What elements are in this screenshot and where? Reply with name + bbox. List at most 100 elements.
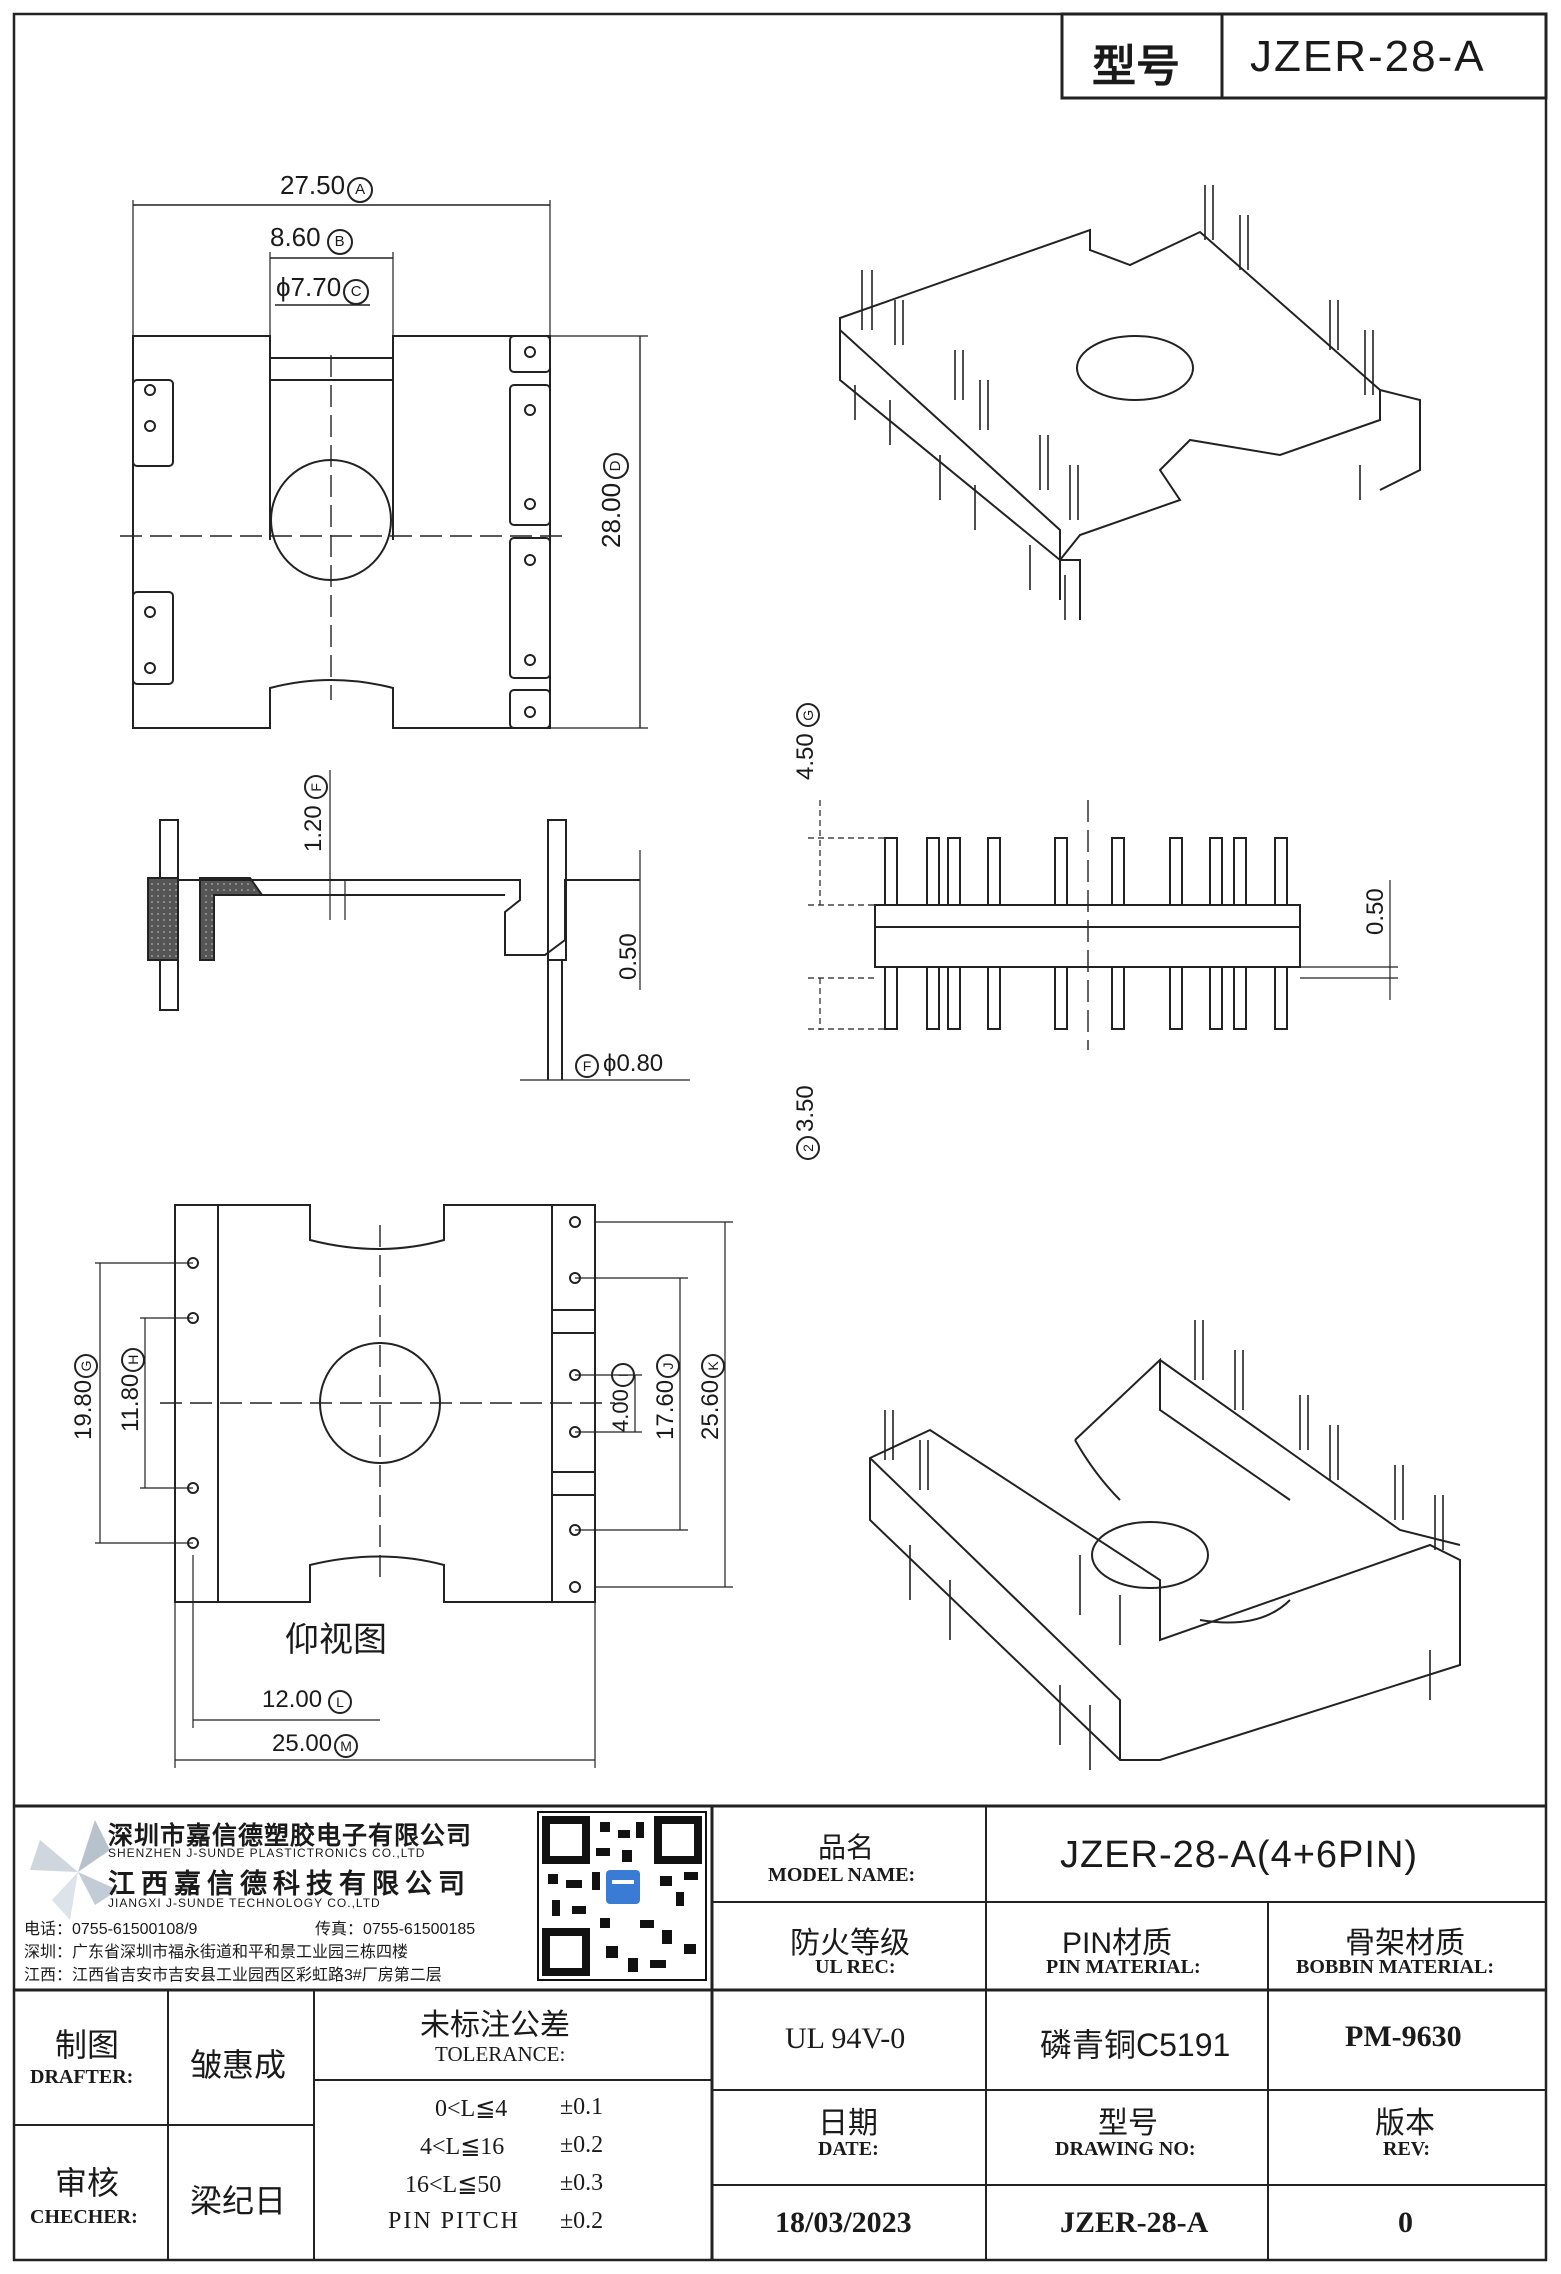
dim-pin-mark: F [575,1054,599,1078]
dim-h-value: 11.80 [117,1373,144,1432]
dim-j: 17.60J [652,1353,680,1440]
tolerance-row-range: 16<L≦50 [405,2172,502,2198]
top-view [120,200,648,729]
bobbin-material-en: BOBBIN MATERIAL: [1296,1956,1494,1978]
dim-c-mark: C [343,279,370,305]
model-name-cn: 品名 [818,1832,875,1863]
drafter-en: DRAFTER: [30,2066,134,2088]
date-cn: 日期 [818,2107,878,2140]
sheet-border [12,12,1548,2262]
dim-front-050: 0.50 [1362,888,1389,935]
checker-en: CHECHER: [30,2206,138,2228]
bobbin-material-cn: 骨架材质 [1345,1927,1465,1960]
model-name-en: MODEL NAME: [768,1864,916,1886]
dim-d: 28.00D [596,452,629,548]
dim-j-value: 17.60 [652,1379,679,1440]
dim-h: 11.80H [117,1347,145,1432]
tolerance-cn: 未标注公差 [420,2009,570,2042]
rev-value: 0 [1398,2206,1413,2239]
iso-view-top [839,185,1421,620]
tolerance-row-value: ±0.2 [560,2208,604,2234]
checker-value: 梁纪日 [190,2183,287,2219]
dim-d-value: 28.00 [596,482,626,548]
dim-front-450-mark: G [796,703,820,728]
checker-cn: 审核 [55,2165,120,2201]
company-name-cn-1: 深圳市嘉信德塑胶电子有限公司 [108,1822,473,1850]
dim-a-value: 27.50 [280,170,346,200]
dim-front-350-value: 3.50 [792,1085,819,1132]
company-name-en-2: JIANGXI J-SUNDE TECHNOLOGY CO.,LTD [108,1896,381,1910]
header-model-label: 型号 [1092,42,1180,91]
iso-view-bottom [869,1320,1461,1770]
dim-h-mark: H [121,1347,145,1372]
dim-k-mark: K [701,1353,725,1378]
ul-cn: 防火等级 [790,1927,910,1960]
qr-code [537,1811,707,1981]
dim-b-mark: B [326,229,353,255]
dim-l-mark: L [328,1690,353,1714]
dim-k: 25.60K [697,1353,725,1440]
header-box [1060,12,1548,100]
tolerance-row-value: ±0.3 [560,2170,604,2196]
dim-j-mark: J [656,1353,680,1378]
drawing-no-en: DRAWING NO: [1055,2138,1196,2160]
ul-value: UL 94V-0 [785,2022,906,2055]
company-logo [30,1820,118,1920]
date-value: 18/03/2023 [775,2206,912,2239]
pin-material-cn: PIN材质 [1062,1927,1173,1960]
tolerance-row-range: PIN PITCH [388,2208,521,2234]
company-phone: 电话：0755-61500108/9 [24,1921,198,1938]
bobbin-material-value: PM-9630 [1345,2020,1462,2053]
drawing-no-cn: 型号 [1098,2107,1158,2140]
drafter-value: 皱惠成 [190,2047,287,2083]
date-en: DATE: [818,2138,879,2160]
bottom-view [95,1204,733,1768]
dim-front-350: 23.50 [792,1085,820,1160]
side-view [147,770,690,1081]
company-address-sz: 深圳：广东省深圳市福永街道和平和景工业园三栋四楼 [24,1944,409,1961]
dim-b-value: 8.60 [270,222,321,252]
tolerance-en: TOLERANCE: [435,2042,566,2066]
dim-pin-value: ϕ0.80 [603,1050,664,1077]
pin-material-en: PIN MATERIAL: [1046,1956,1201,1978]
front-view [808,800,1398,1050]
dim-f-value: 1.20 [300,805,327,852]
company-fax: 传真：0755-61500185 [315,1921,476,1938]
dim-front-450-value: 4.50 [792,733,819,780]
dim-c-value: ϕ7.70 [276,272,342,302]
dim-g-value: 19.80 [70,1379,97,1440]
tolerance-row-value: ±0.1 [560,2094,604,2120]
dim-front-350-mark: 2 [796,1136,820,1160]
dim-i-value: 4.00 [608,1389,633,1432]
company-name-cn-2: 江西嘉信德科技有限公司 [108,1869,471,1899]
dim-l-value: 12.00 [262,1686,323,1713]
company-address-jx: 江西：江西省吉安市吉安县工业园西区彩虹路3#厂房第二层 [24,1967,442,1984]
tolerance-row-range: 0<L≦4 [435,2096,508,2122]
dim-front-450: 4.50 G [792,703,820,780]
dim-i: 4.00I [608,1363,635,1432]
ul-en: UL REC: [815,1956,896,1978]
header-model-value: JZER-28-A [1250,32,1486,81]
dim-g-mark: G [74,1353,98,1378]
dim-g: 19.80G [70,1353,98,1440]
drafter-cn: 制图 [55,2027,120,2063]
dim-a-mark: A [347,177,374,203]
dim-m-value: 25.00 [272,1730,333,1757]
dim-m-mark: M [334,1734,359,1758]
tolerance-row-range: 4<L≦16 [420,2134,505,2160]
bottom-view-caption: 仰视图 [285,1621,387,1659]
dim-side-050: 0.50 [615,933,642,980]
drawing-no-value: JZER-28-A [1060,2206,1209,2239]
dim-i-mark: I [611,1363,635,1388]
company-name-en-1: SHENZHEN J-SUNDE PLASTICTRONICS CO.,LTD [108,1846,426,1860]
rev-en: REV: [1383,2138,1431,2160]
pin-material-value: 磷青铜C5191 [1040,2027,1231,2063]
